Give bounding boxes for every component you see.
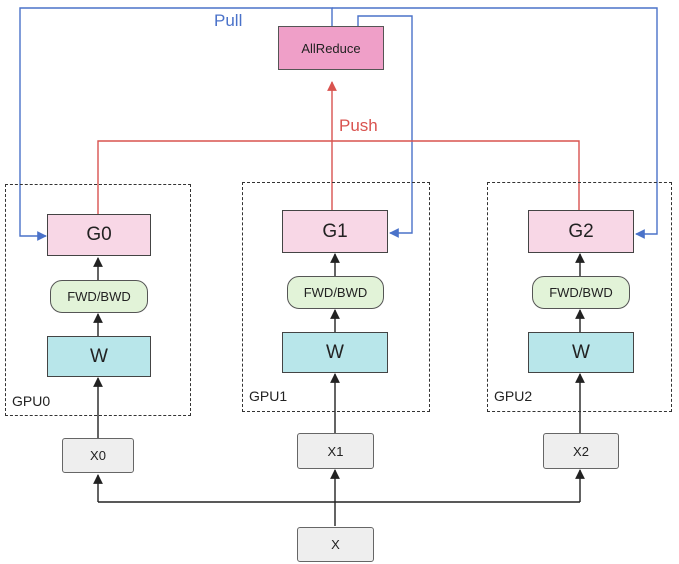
gradient-node-g1: G1 [282, 210, 388, 253]
input-label-x0: X0 [90, 448, 106, 463]
push-label: Push [339, 116, 378, 135]
weight-label-gpu0: W [90, 345, 108, 367]
pull-arrow-g0 [19, 7, 333, 241]
gpu1-label: GPU1 [249, 388, 288, 404]
pull-label: Pull [214, 11, 243, 30]
input-node-x0: X0 [62, 438, 134, 473]
gpu0-label: GPU0 [12, 393, 51, 409]
gradient-node-g2: G2 [528, 210, 634, 253]
fwd-bwd-node-gpu2: FWD/BWD [532, 276, 630, 309]
input-node-x1: X1 [297, 433, 374, 469]
fwd-bwd-label-gpu0: FWD/BWD [67, 289, 131, 304]
weight-label-gpu2: W [572, 341, 590, 363]
gradient-label-g2: G2 [568, 220, 594, 242]
input-node-x2: X2 [543, 433, 619, 469]
push-lines [97, 81, 580, 214]
allreduce-label: AllReduce [301, 40, 361, 56]
fwd-bwd-node-gpu1: FWD/BWD [287, 276, 384, 309]
weight-label-gpu1: W [326, 341, 344, 363]
weight-node-gpu1: W [282, 332, 388, 373]
pull-lines [19, 7, 658, 241]
fwd-bwd-label-gpu1: FWD/BWD [303, 285, 368, 300]
fwd-bwd-label-gpu2: FWD/BWD [549, 285, 613, 300]
push-line-g0 [97, 140, 580, 214]
allreduce-node: AllReduce [278, 26, 384, 70]
weight-node-gpu0: W [47, 336, 151, 377]
input-label-x1: X1 [327, 443, 344, 459]
gpu2-frame [487, 182, 672, 412]
weight-node-gpu2: W [528, 332, 634, 373]
gpu2-label: GPU2 [494, 388, 533, 404]
source-label-x: X [331, 537, 340, 552]
pull-arrow-g2 [332, 7, 658, 239]
input-label-x2: X2 [573, 443, 589, 459]
gradient-label-g0: G0 [86, 224, 112, 245]
gpu1-frame [242, 182, 430, 412]
data-flow-lines [93, 253, 585, 526]
pull-arrow-g1 [357, 15, 413, 238]
gradient-label-g1: G1 [322, 220, 348, 242]
gpu0-frame [5, 184, 191, 416]
fwd-bwd-node-gpu0: FWD/BWD [50, 280, 148, 313]
source-node-x: X [297, 527, 374, 562]
gradient-node-g0: G0 [47, 214, 151, 256]
